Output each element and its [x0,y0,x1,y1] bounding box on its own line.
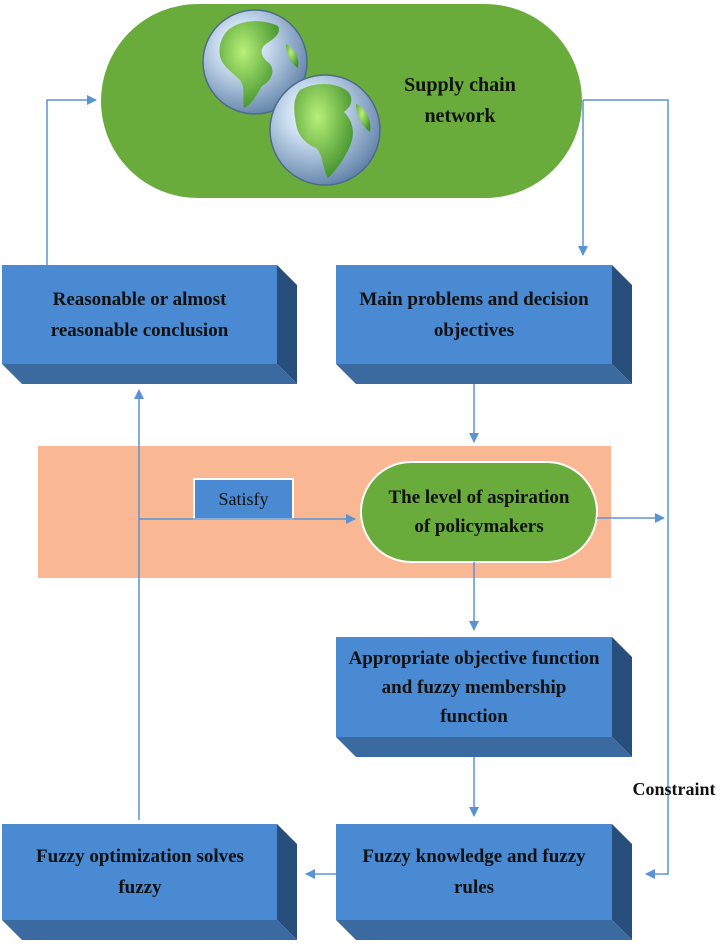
arrow-conclusion-to-network [46,95,97,265]
satisfy-box [193,478,294,520]
constraint-label: Constraint [632,778,716,799]
globe-africa-icon [269,74,381,186]
main-problems-label: Main problems and decision objectives [359,289,589,341]
appropriate-function-box [336,637,632,757]
fuzzy-optimization-box [2,824,297,940]
fuzzy-knowledge-box [336,824,632,940]
aspiration-label: The level of aspiration of policymakers [388,487,570,537]
globe-americas-icon [202,9,308,115]
appropriate-function-label: Appropriate objective function and fuzzy… [348,647,600,727]
satisfy-label: Satisfy [218,489,269,509]
supply-chain-label: Supply chain network [404,74,516,127]
reasonable-conclusion-box [2,265,297,384]
reasonable-conclusion-label: Reasonable or almost reasonable conclusi… [50,289,229,341]
fuzzy-optimization-label: Fuzzy optimization solves fuzzy [36,846,244,898]
arrow-constraint-line [583,99,669,879]
fuzzy-knowledge-label: Fuzzy knowledge and fuzzy rules [362,846,586,898]
main-problems-box [336,265,632,384]
aspiration-node [360,461,598,563]
